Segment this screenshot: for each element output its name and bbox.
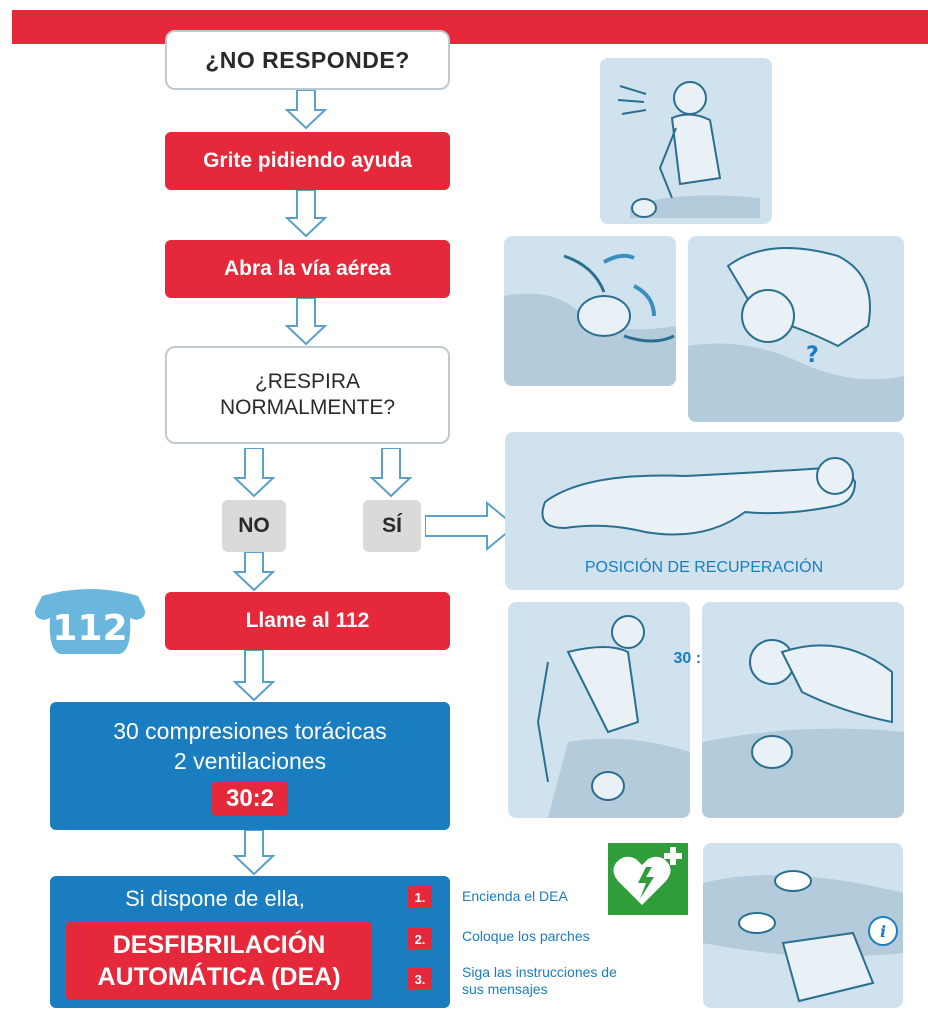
step-grite: Grite pidiendo ayuda [165, 132, 450, 190]
step-no-responde: ¿NO RESPONDE? [165, 30, 450, 90]
step-respira: ¿RESPIRA NORMALMENTE? [165, 346, 450, 444]
illustration-open-airway [504, 236, 676, 386]
dea-step-marker: 3. [408, 968, 432, 990]
illustration-rescue-breaths [702, 602, 904, 818]
arrow-down-icon [233, 650, 275, 702]
dea-step-marker: 1. [408, 886, 432, 908]
illustration-shout-for-help [600, 58, 772, 224]
respira-line1: ¿RESPIRA [254, 370, 361, 393]
header-bar [12, 10, 928, 44]
answer-si: SÍ [363, 500, 421, 552]
dea-step-1: Encienda el DEA [462, 888, 568, 904]
answer-no: NO [222, 500, 286, 552]
question-mark: ? [806, 343, 819, 368]
dea-intro: Si dispone de ella, [125, 886, 305, 911]
dea-line2: AUTOMÁTICA (DEA) [97, 963, 341, 991]
step-llame: Llame al 112 [165, 592, 450, 650]
dea-step-marker: 2. [408, 928, 432, 950]
illustration-chest-compressions [508, 602, 690, 818]
aed-heart-icon [608, 843, 688, 915]
dea-step-2: Coloque los parches [462, 928, 590, 944]
arrow-right-icon [425, 500, 519, 552]
info-letter: i [880, 922, 886, 941]
arrow-down-icon [285, 298, 327, 346]
arrow-down-icon [233, 552, 275, 592]
step-dea: Si dispone de ella, DESFIBRILACIÓN AUTOM… [50, 876, 450, 1008]
arrow-down-icon [370, 448, 412, 498]
recovery-caption: POSICIÓN DE RECUPERACIÓN [585, 557, 823, 576]
phone-icon: 112 [32, 588, 148, 660]
illustration-recovery-position: POSICIÓN DE RECUPERACIÓN [505, 432, 904, 590]
phone-number: 112 [52, 608, 127, 649]
dea-line1: DESFIBRILACIÓN [112, 931, 326, 959]
step-compresiones: 30 compresiones torácicas 2 ventilacione… [50, 702, 450, 830]
dea-title: DESFIBRILACIÓN AUTOMÁTICA (DEA) [66, 922, 372, 1000]
dea-step-3: Siga las instrucciones de sus mensajes [462, 964, 617, 997]
arrow-down-icon [233, 830, 275, 876]
compresiones-line2: 2 ventilaciones [173, 748, 327, 774]
compresiones-line1: 30 compresiones torácicas [113, 718, 387, 744]
illustration-aed-pads: i [703, 843, 903, 1008]
ratio-badge: 30:2 [211, 782, 289, 816]
step-abra: Abra la vía aérea [165, 240, 450, 298]
arrow-down-icon [233, 448, 275, 498]
arrow-down-icon [285, 190, 327, 238]
respira-line2: NORMALMENTE? [219, 396, 396, 419]
illustration-check-breathing: ? [688, 236, 904, 422]
arrow-down-icon [285, 90, 327, 130]
